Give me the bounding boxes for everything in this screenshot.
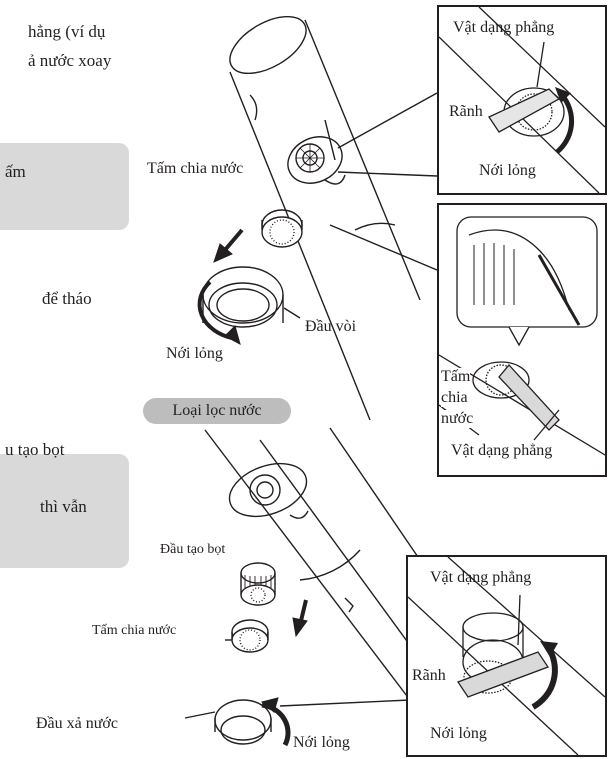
detail-panel-middle: Tấm chia nước Vật dạng phẳng — [437, 203, 607, 477]
plate-label-line1: Tấm — [441, 368, 470, 386]
filter-type-badge: Loại lọc nước — [143, 398, 291, 424]
water-plate-label: Tấm chia nước — [147, 160, 243, 178]
flat-object-label: Vật dạng phẳng — [451, 442, 552, 460]
loosen-label: Nới lỏng — [166, 345, 223, 363]
flat-object-label: Vật dạng phẳng — [453, 19, 554, 37]
flat-object-label: Vật dạng phẳng — [430, 569, 531, 587]
faucet-head-label: Đầu vòi — [305, 318, 356, 336]
loosen-label: Nới lỏng — [479, 162, 536, 180]
plate-label-line2: chia — [441, 389, 468, 407]
spout-head-label: Đầu xả nước — [36, 715, 118, 733]
groove-label: Rãnh — [412, 667, 446, 685]
loosen-label: Nới lỏng — [430, 725, 487, 743]
detail-panel-top: Vật dạng phẳng Rãnh Nới lỏng — [437, 5, 607, 195]
plate-removal-diagram — [439, 205, 605, 475]
aerator-label: Đầu tạo bọt — [160, 541, 225, 559]
detail-panel-bottom: Vật dạng phẳng Rãnh Nới lỏng — [406, 555, 607, 757]
water-plate-label-bottom: Tấm chia nước — [92, 622, 176, 640]
groove-label: Rãnh — [449, 103, 483, 121]
plate-label-line3: nước — [441, 410, 473, 428]
loosen-label-bottom: Nới lỏng — [293, 734, 350, 752]
